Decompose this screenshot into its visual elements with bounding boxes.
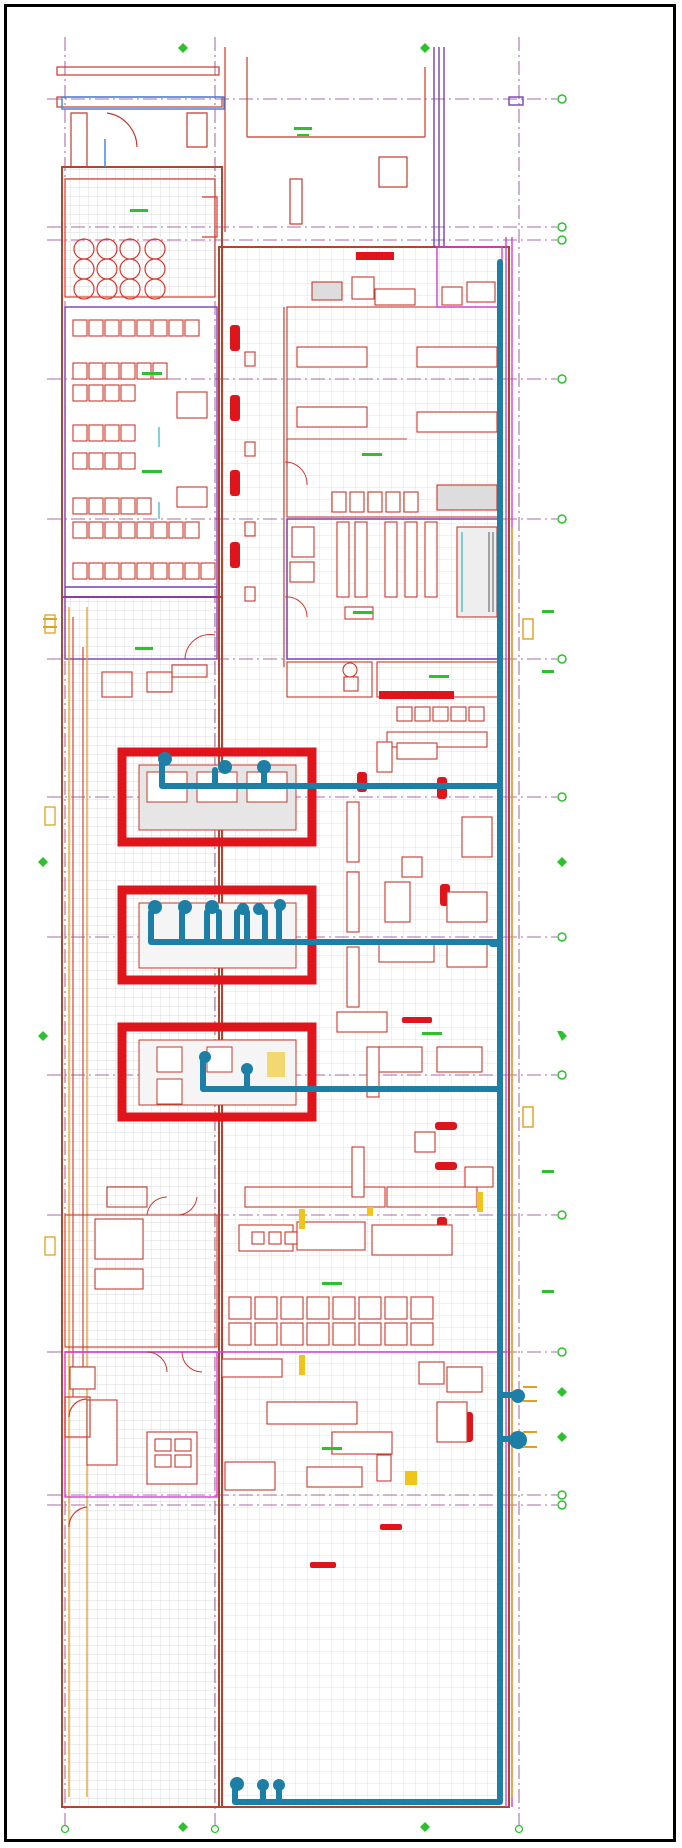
top-structures (56, 47, 426, 232)
prep-room-upper (286, 276, 503, 518)
door-swing-icon (146, 461, 308, 1373)
floor-plan (38, 37, 567, 1834)
red-equipment (379, 691, 454, 699)
room-tag (130, 127, 554, 1450)
drawing-frame (4, 4, 676, 1842)
vertical-shaft (433, 47, 524, 247)
locker-rows (72, 319, 216, 580)
floor-tile-area (62, 167, 222, 297)
locker-partitions (64, 306, 218, 660)
axis-bubble-icon (557, 94, 567, 1510)
corridor-benches (230, 325, 240, 568)
yellow-columns (299, 1192, 483, 1375)
axis-marker-icon (38, 43, 567, 1832)
tank-room (64, 178, 218, 300)
axis-bubble-icon (60, 1824, 524, 1834)
drain-node-icon (148, 752, 527, 1791)
red-equipment (356, 252, 394, 260)
lower-rooms (64, 1214, 453, 1348)
